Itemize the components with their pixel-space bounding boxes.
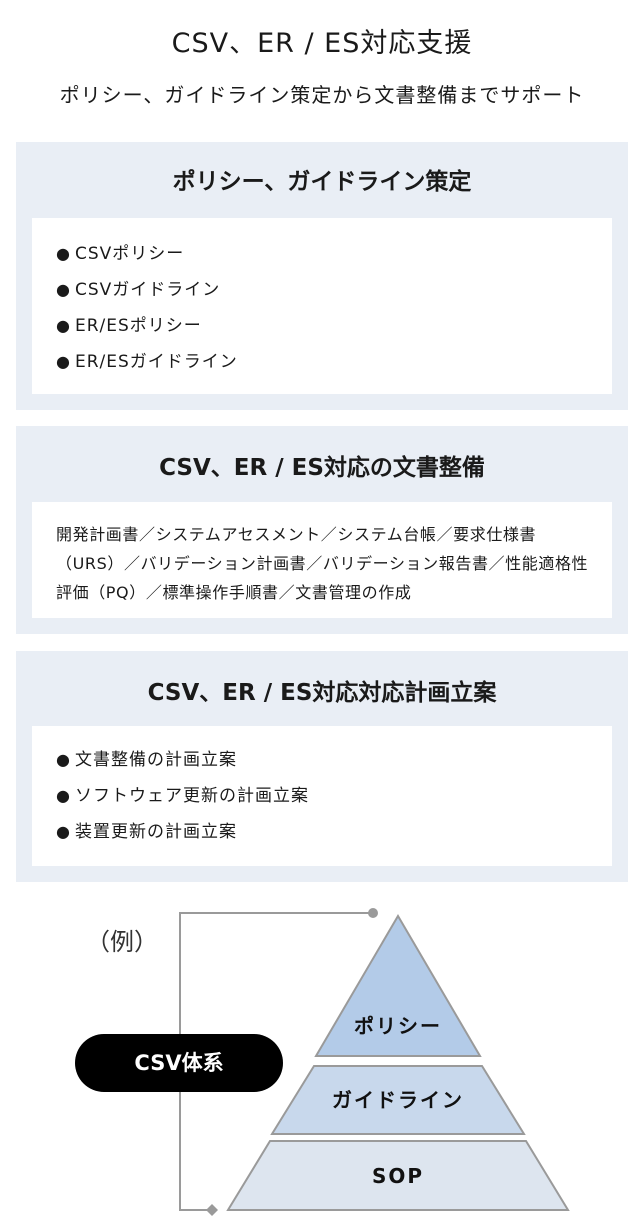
list-item: 文書整備の計画立案 <box>56 742 309 778</box>
csv-system-pill: CSV体系 <box>75 1034 283 1092</box>
example-label: （例） <box>86 928 158 956</box>
pyramid-label-guideline: ガイドライン <box>332 1088 464 1112</box>
page-subtitle: ポリシー、ガイドライン策定から文書整備までサポート <box>59 83 585 107</box>
section-document-preparation: CSV、ER / ES対応の文書整備 開発計画書／システムアセスメント／システム… <box>16 426 628 634</box>
list-item: ER/ESポリシー <box>56 308 238 344</box>
pyramid-level-sop <box>226 1140 570 1211</box>
list-item: ソフトウェア更新の計画立案 <box>56 778 309 814</box>
section-policy-guideline: ポリシー、ガイドライン策定 CSVポリシー CSVガイドライン ER/ESポリシ… <box>16 142 628 410</box>
bullet-list: 文書整備の計画立案 ソフトウェア更新の計画立案 装置更新の計画立案 <box>56 742 309 850</box>
list-item: 装置更新の計画立案 <box>56 814 309 850</box>
document-list-text: 開発計画書／システムアセスメント／システム台帳／要求仕様書（URS）／バリデーシ… <box>56 525 589 602</box>
bracket-dot-bottom <box>206 1204 218 1216</box>
list-item: CSVポリシー <box>56 236 238 272</box>
section-panel: 文書整備の計画立案 ソフトウェア更新の計画立案 装置更新の計画立案 <box>32 726 612 866</box>
list-item: CSVガイドライン <box>56 272 238 308</box>
section-panel: 開発計画書／システムアセスメント／システム台帳／要求仕様書（URS）／バリデーシ… <box>32 502 612 618</box>
section-panel: CSVポリシー CSVガイドライン ER/ESポリシー ER/ESガイドライン <box>32 218 612 394</box>
pyramid-label-sop: SOP <box>371 1164 425 1188</box>
section-planning: CSV、ER / ES対応対応計画立案 文書整備の計画立案 ソフトウェア更新の計… <box>16 651 628 882</box>
section-title: CSV、ER / ES対応対応計画立案 <box>147 680 497 706</box>
section-title: ポリシー、ガイドライン策定 <box>172 169 472 195</box>
list-item: ER/ESガイドライン <box>56 344 238 380</box>
section-title: CSV、ER / ES対応の文書整備 <box>159 455 485 481</box>
bracket-dot-top <box>368 908 378 918</box>
pyramid-level-guideline <box>270 1065 526 1135</box>
bullet-list: CSVポリシー CSVガイドライン ER/ESポリシー ER/ESガイドライン <box>56 236 238 380</box>
pyramid-label-policy: ポリシー <box>354 1014 442 1038</box>
page-title: CSV、ER / ES対応支援 <box>171 28 473 59</box>
pyramid-level-policy <box>314 914 482 1057</box>
